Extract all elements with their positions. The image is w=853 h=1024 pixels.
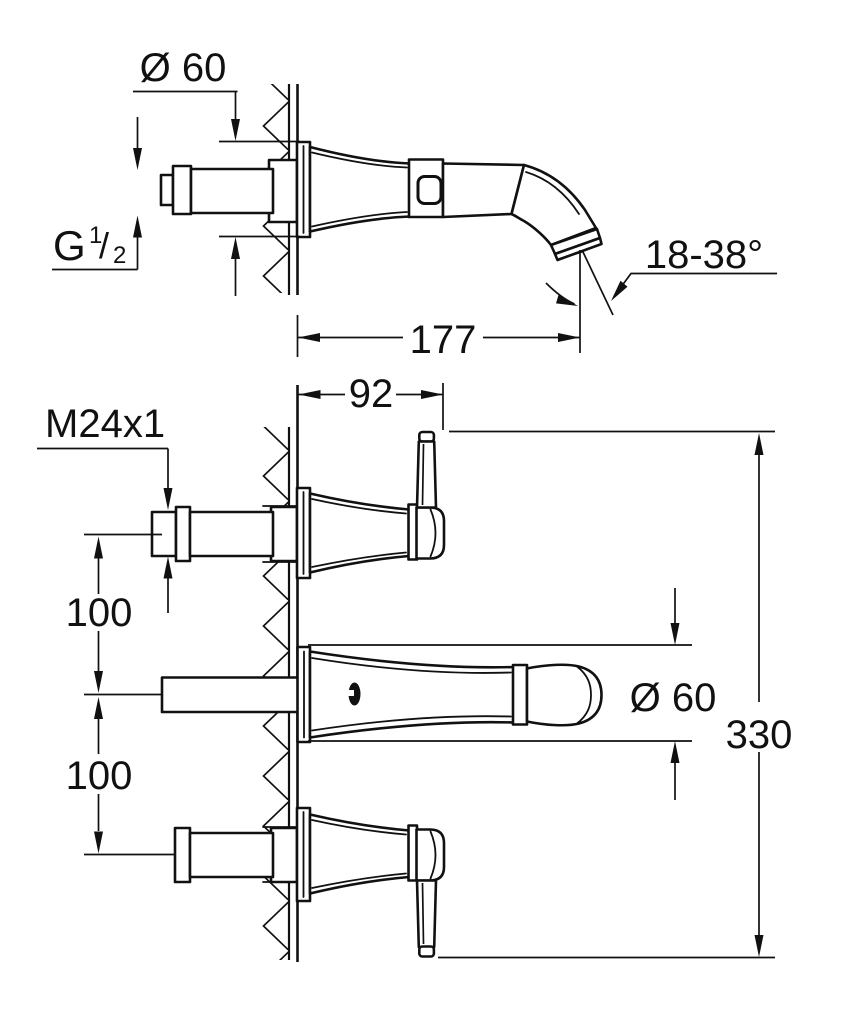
- union-nut: [173, 826, 192, 884]
- arrowhead: [558, 333, 580, 342]
- lever-end-cap: [417, 430, 436, 443]
- dim-label-projection: 177: [410, 318, 477, 362]
- spout-cone: [308, 145, 412, 233]
- hub-round-line: [429, 830, 437, 880]
- dim-label-overall-height: 330: [726, 713, 793, 757]
- lever-end-cap: [417, 945, 436, 958]
- handle-cone: [308, 813, 411, 895]
- outlet-face-line: [558, 250, 584, 260]
- handle-lever: [415, 440, 438, 509]
- cone-shade-bottom: [311, 211, 408, 228]
- union-nut: [171, 164, 193, 216]
- grohe-logo-badge: [416, 175, 443, 205]
- arrowhead: [298, 390, 321, 399]
- bottom-view-trim-plan: 92 M24x1 100 100: [37, 372, 792, 962]
- angle-reference-line: [582, 251, 614, 316]
- dim-handle-projection-92: 92: [298, 372, 444, 430]
- thread-nipple: [159, 173, 175, 207]
- dim-label-thread-denominator: 2: [113, 242, 126, 269]
- arrowhead: [670, 741, 680, 763]
- outlet-cap-lower: [553, 236, 603, 262]
- cone-shade-top: [311, 819, 407, 836]
- spout-end-piece: [525, 663, 603, 727]
- cone-shade-bottom: [311, 551, 407, 568]
- valve-body: [188, 831, 275, 879]
- spout-inlet-pipe: [160, 676, 300, 714]
- logo-notch: [347, 690, 354, 696]
- arrowhead: [670, 623, 680, 645]
- centerlines: [84, 533, 174, 856]
- arrowhead: [298, 333, 320, 342]
- lever-shade-line: [421, 882, 425, 945]
- arrowhead: [754, 935, 764, 957]
- dim-spout-angle-range: 18-38°: [545, 233, 777, 316]
- spout-body: [295, 140, 603, 262]
- cone-shade-bottom: [311, 715, 512, 732]
- arrowhead: [421, 390, 443, 399]
- dim-label-spacing-lower: 100: [66, 754, 133, 798]
- hub-round-line: [429, 508, 437, 558]
- arrowhead: [133, 215, 142, 238]
- dim-label-escutcheon-diameter: Ø 60: [630, 676, 717, 720]
- spout-supply-connector: [159, 158, 299, 224]
- arrowhead: [163, 556, 173, 579]
- dim-label-spout-angle: 18-38°: [645, 233, 763, 277]
- handle-cone: [308, 492, 411, 574]
- mounting-flange: [269, 505, 299, 563]
- cone-shade-bottom: [311, 872, 407, 889]
- dim-label-spacing-upper: 100: [66, 591, 133, 635]
- dim-label-rosette-diameter: Ø 60: [140, 46, 227, 90]
- spout-plan-view: [160, 645, 603, 744]
- arrowhead: [94, 536, 103, 559]
- arrowhead: [231, 237, 240, 259]
- arrowhead: [611, 280, 628, 301]
- cone-shade-top: [311, 151, 408, 169]
- end-round-line: [576, 665, 592, 725]
- lower-valve-handle: [173, 806, 446, 958]
- valve-body: [188, 510, 275, 558]
- handle-hub: [415, 828, 446, 882]
- dim-hole-spacing-lower-100: 100: [66, 697, 133, 854]
- dim-handle-thread-m24: M24x1: [37, 402, 173, 613]
- union-nut: [174, 505, 192, 563]
- dim-escutcheon-diameter-60: Ø 60: [308, 588, 716, 800]
- arrowhead: [94, 697, 103, 719]
- dim-label-thread-letter: G: [53, 222, 86, 269]
- dim-hole-spacing-upper-100: 100: [66, 536, 133, 693]
- cone-shade-top: [311, 657, 512, 674]
- arrowhead: [231, 119, 240, 141]
- dim-spout-rosette-diameter: Ø 60: [133, 46, 300, 296]
- elbow-shade-line: [525, 171, 580, 215]
- dim-label-handle-projection: 92: [349, 372, 394, 416]
- spout-elbow: [510, 163, 598, 247]
- top-view-spout-side: Ø 60 G 1 / 2 18-38°: [52, 46, 777, 362]
- mounting-flange: [269, 826, 299, 884]
- dim-label-handle-thread: M24x1: [45, 402, 165, 446]
- dim-overall-height-330: 330: [438, 430, 793, 959]
- cone-shade-top: [311, 498, 407, 515]
- supply-pipe: [189, 167, 275, 215]
- arrowhead: [94, 671, 103, 693]
- dim-inlet-thread-g-half: G 1 / 2: [52, 117, 142, 271]
- spout-ring: [511, 663, 529, 726]
- arrowhead: [133, 148, 142, 170]
- upper-valve-handle: [150, 430, 446, 580]
- arrowhead: [94, 831, 103, 854]
- dim-spout-projection-177: 177: [296, 250, 581, 362]
- grohe-logo-mark: [348, 682, 361, 706]
- spout-cone: [308, 650, 516, 739]
- arrowhead: [163, 488, 173, 510]
- handle-lever: [415, 879, 438, 949]
- arrowhead: [556, 294, 578, 306]
- lever-shade-line: [421, 443, 425, 506]
- handle-hub: [415, 506, 446, 560]
- arrowhead: [754, 433, 764, 455]
- dim-label-thread-numerator: 1: [89, 222, 102, 249]
- dim-label-thread-slash: /: [99, 225, 109, 266]
